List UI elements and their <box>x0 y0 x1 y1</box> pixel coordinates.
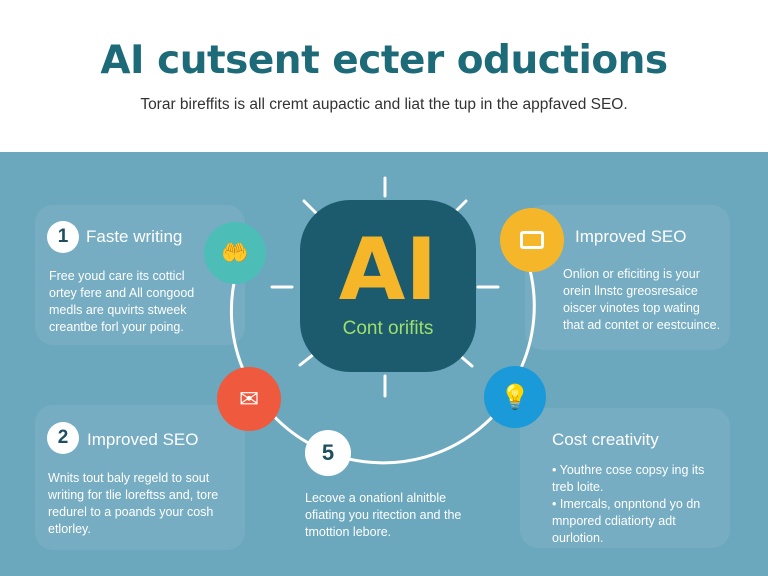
page-subtitle: Torar bireffits is all cremt aupactic an… <box>140 96 628 113</box>
card-title: Faste writing <box>86 227 183 246</box>
card-text: Free youd care its cotticl ortey fere an… <box>49 269 195 334</box>
card-text: Wnits tout baly regeld to sout writing f… <box>48 471 219 536</box>
center-ai-block: AI Cont orifits <box>300 200 476 372</box>
monitor-chat-icon <box>500 208 564 272</box>
header: AI cutsent ecter oductions Torar bireffi… <box>0 0 768 152</box>
step-number: 2 <box>47 422 79 454</box>
bullet-item: • Imercals, onpntond yo dn mnpored cdiat… <box>552 497 701 545</box>
card-title: Cost creativity <box>552 430 659 449</box>
arc-line-right <box>513 269 536 381</box>
card-bullets: • Youthre cose copsy ing its treb loite.… <box>552 462 717 547</box>
card-text: Lecove a onationl alnitble ofiating you … <box>305 491 462 539</box>
hands-lightbulb-icon: 🤲 <box>204 222 266 284</box>
card-title: Improved SEO <box>575 227 687 246</box>
envelope-icon: ✉ <box>217 367 281 431</box>
lightbulb-icon: 💡 <box>484 366 546 428</box>
card-title: Improved SEO <box>87 430 199 449</box>
step-number: 5 <box>305 430 351 476</box>
card-text: Onlion or eficiting is your orein llnstc… <box>563 267 721 332</box>
center-label: AI <box>338 220 438 320</box>
center-sublabel: Cont orifits <box>342 318 434 339</box>
bullet-item: • Youthre cose copsy ing its treb loite. <box>552 463 705 494</box>
page-title: AI cutsent ecter oductions <box>100 38 668 83</box>
card-cost-creativity <box>520 408 730 548</box>
step-number: 1 <box>47 221 79 253</box>
